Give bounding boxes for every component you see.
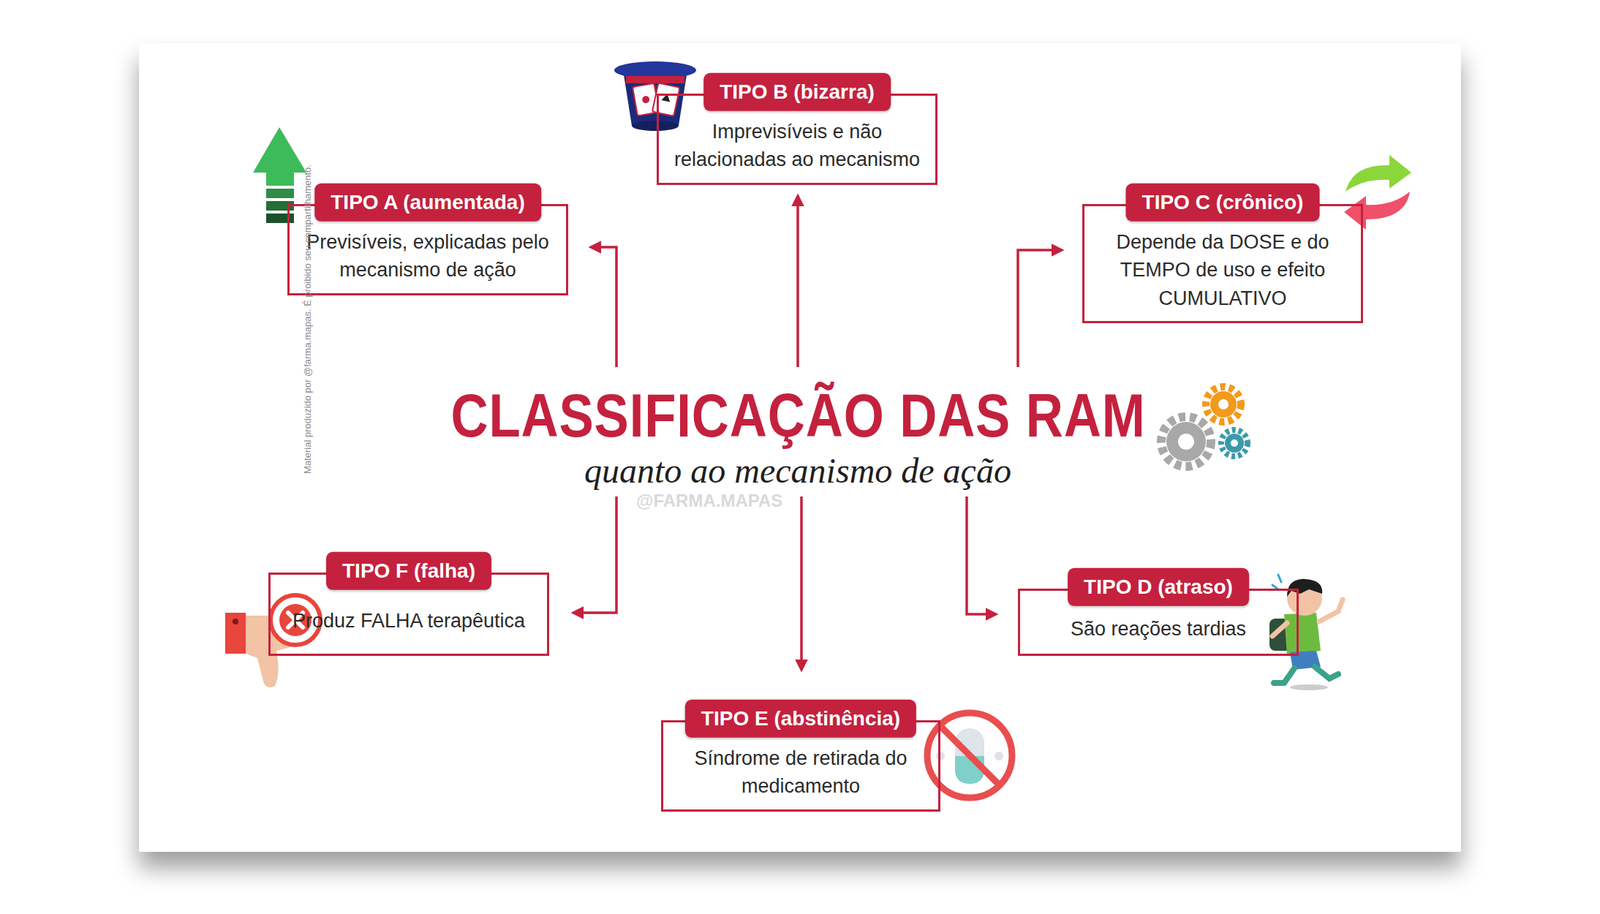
type-heading: TIPO D (atraso) <box>1067 568 1249 607</box>
type-box: TIPO B (bizarra)Imprevisíveis e não rela… <box>656 93 938 186</box>
copyright-note: Material produzido por @farma.mapas. É p… <box>302 164 313 474</box>
type-box: TIPO A (aumentada)Previsíveis, explicada… <box>287 204 569 296</box>
diagram-title: CLASSIFICAÇÃO DAS RAM <box>451 380 1146 452</box>
type-box: TIPO F (falha)Produz FALHA terapêutica <box>268 572 550 656</box>
branch-arrow <box>1017 250 1062 368</box>
running-boy-icon <box>1269 574 1343 691</box>
branch-arrow <box>573 496 617 613</box>
branch-arrow <box>590 247 617 368</box>
gears-icon <box>1161 386 1248 467</box>
type-heading: TIPO E (abstinência) <box>685 699 917 738</box>
type-box: TIPO E (abstinência)Síndrome de retirada… <box>661 720 941 812</box>
branch-arrow <box>966 496 996 615</box>
type-box: TIPO C (crônico)Depende da DOSE e do TEM… <box>1082 204 1364 324</box>
type-heading: TIPO F (falha) <box>326 552 492 591</box>
type-description: São reações tardias <box>1070 614 1247 643</box>
type-description: Previsíveis, explicadas pelo mecanismo d… <box>301 228 555 285</box>
type-heading: TIPO B (bizarra) <box>703 73 891 112</box>
type-heading: TIPO A (aumentada) <box>314 183 542 222</box>
type-description: Depende da DOSE e do TEMPO de uso e efei… <box>1096 228 1350 313</box>
branch-arrow <box>800 496 803 670</box>
type-heading: TIPO C (crônico) <box>1126 183 1320 222</box>
type-description: Produz FALHA terapêutica <box>292 606 526 635</box>
type-box: TIPO D (atraso)São reações tardias <box>1017 588 1299 656</box>
up-arrow-icon <box>253 127 307 224</box>
thumbs-down-icon <box>225 595 321 688</box>
branch-arrow <box>796 195 800 368</box>
diagram-subtitle: quanto ao mecanismo de ação <box>584 450 1012 491</box>
type-description: Imprevisíveis e não relacionadas ao meca… <box>670 117 924 175</box>
watermark: @FARMA.MAPAS <box>636 490 783 512</box>
recycle-icon <box>1344 155 1412 230</box>
type-description: Síndrome de retirada do medicamento <box>674 744 927 801</box>
magic-hat-icon <box>614 61 697 131</box>
